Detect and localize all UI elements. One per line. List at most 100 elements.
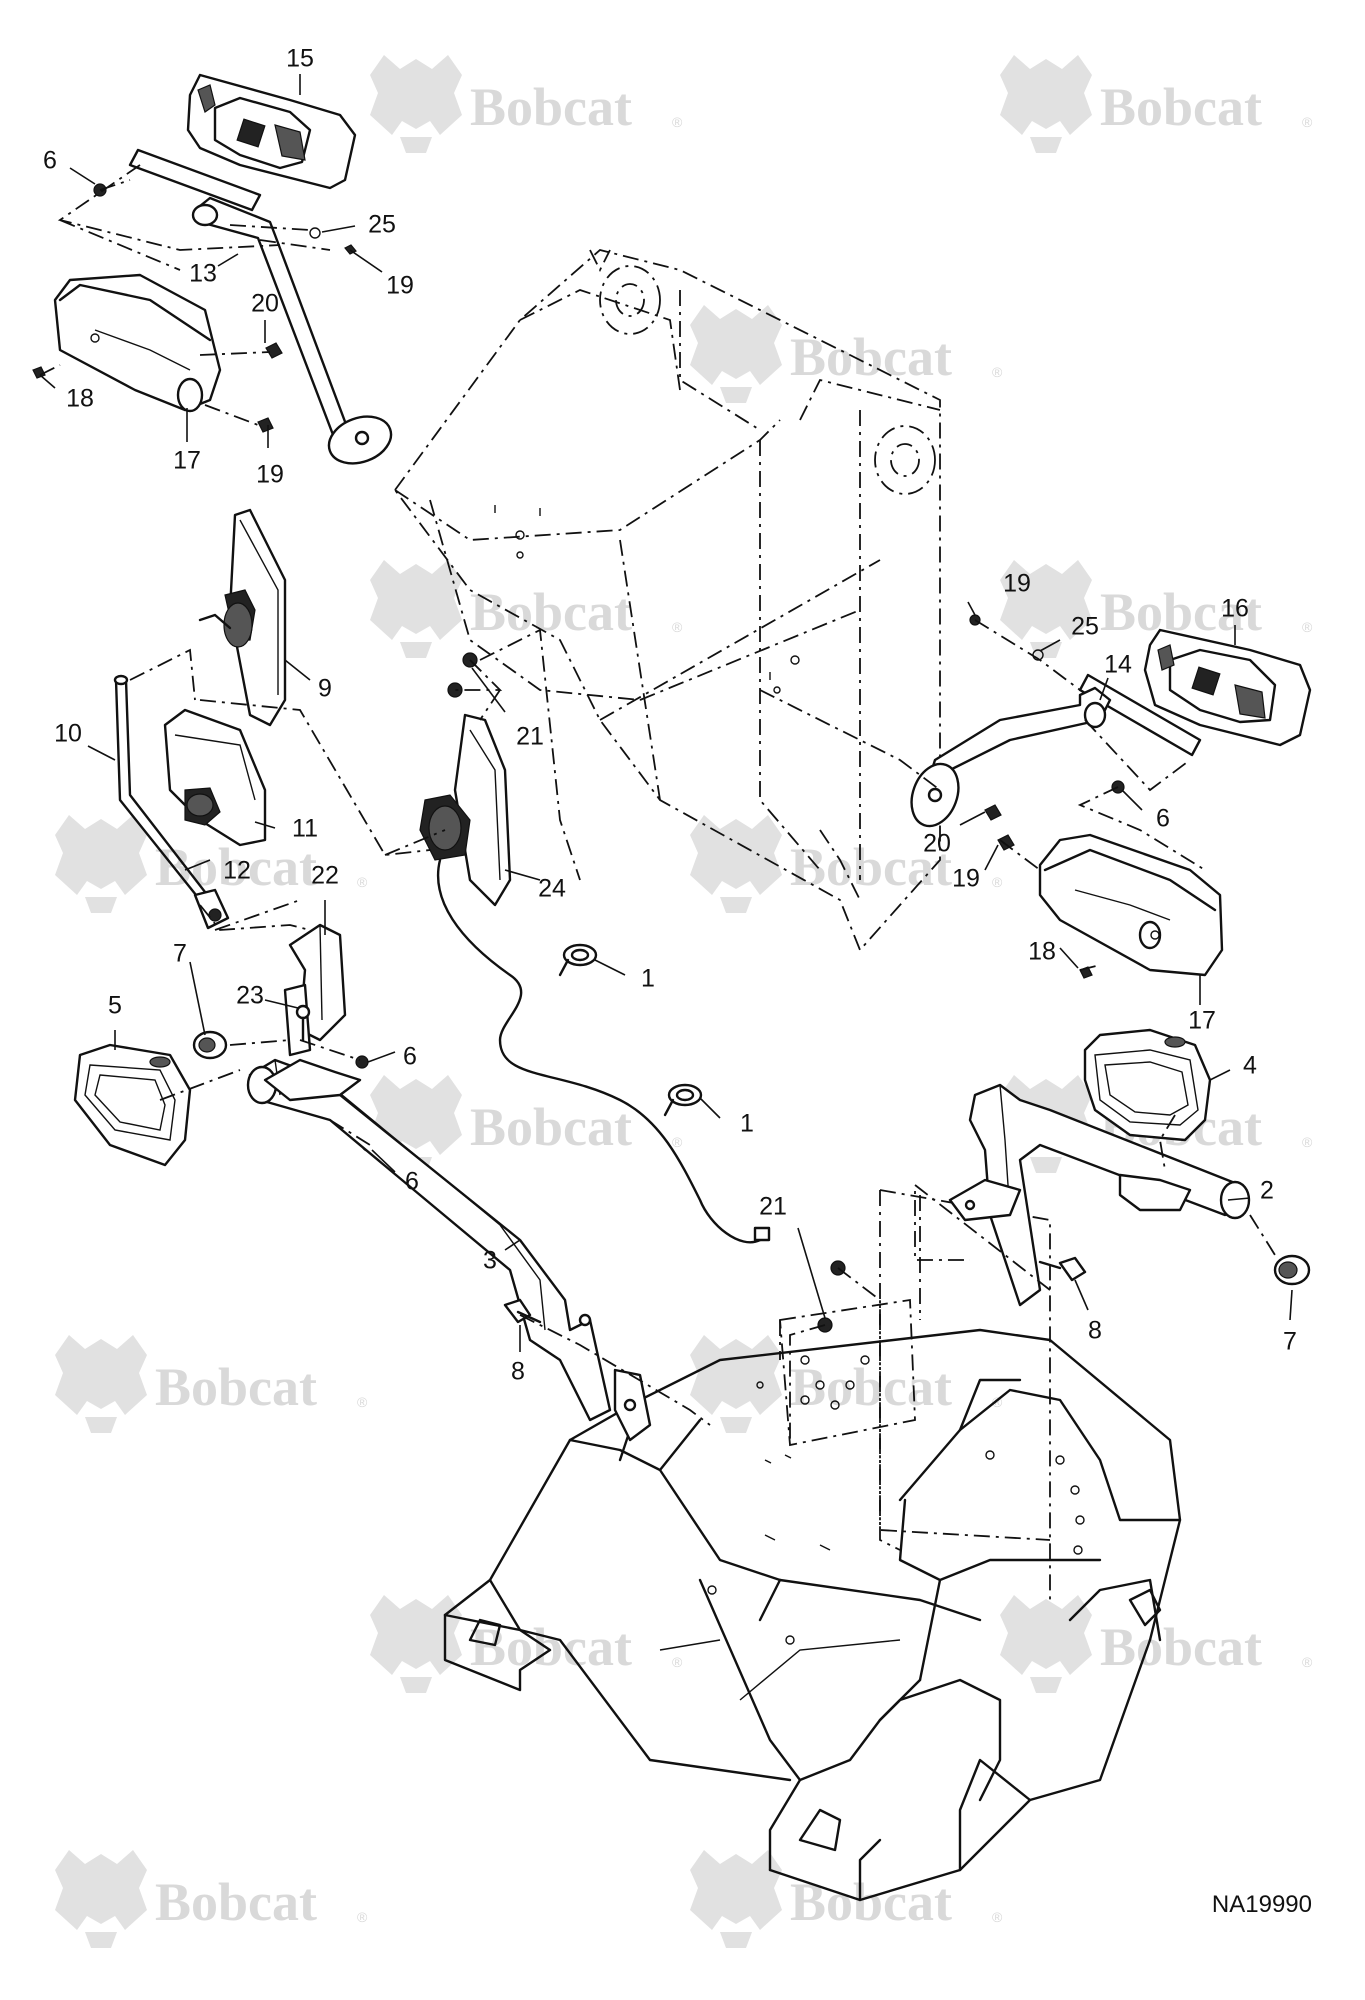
- watermark: Bobcat ®: [690, 305, 1003, 403]
- callout-2: 2: [1260, 1177, 1274, 1205]
- callout-19: 19: [1003, 570, 1031, 598]
- part-24-mirror-with-harness: [419, 713, 771, 1244]
- callout-20: 20: [923, 830, 951, 858]
- svg-text:®: ®: [672, 114, 683, 130]
- lower-cab-frame: [443, 1328, 1182, 1902]
- callout-19: 19: [952, 865, 980, 893]
- callout-14: 14: [1104, 651, 1132, 679]
- part-17-light-cover-top: [53, 273, 222, 413]
- callout-10: 10: [54, 720, 82, 748]
- callout-1: 1: [641, 965, 655, 993]
- part-7-plug-left: [192, 1030, 228, 1060]
- callout-23: 23: [236, 982, 264, 1010]
- upper-boom-phantom: [393, 249, 941, 952]
- watermark: Bobcat ®: [690, 1850, 1003, 1948]
- svg-text:Bobcat: Bobcat: [1100, 1617, 1262, 1677]
- callout-21: 21: [759, 1193, 787, 1221]
- callout-18: 18: [66, 385, 94, 413]
- callout-8: 8: [1088, 1317, 1102, 1345]
- svg-text:®: ®: [357, 874, 368, 890]
- svg-text:Bobcat: Bobcat: [155, 1872, 317, 1932]
- callout-12: 12: [223, 857, 251, 885]
- part-10-mirror-arm: [113, 674, 230, 930]
- callout-6: 6: [403, 1043, 417, 1071]
- callout-4: 4: [1243, 1052, 1257, 1080]
- callout-9: 9: [318, 675, 332, 703]
- part-13-light-mount-tube-right: [910, 686, 1112, 828]
- svg-text:®: ®: [1302, 114, 1313, 130]
- callout-16: 16: [1221, 595, 1249, 623]
- callout-7: 7: [173, 940, 187, 968]
- drawing-reference-code: NA19990: [1212, 1891, 1312, 1918]
- watermark: Bobcat ®: [55, 815, 368, 913]
- svg-text:®: ®: [1302, 1654, 1313, 1670]
- svg-text:Bobcat: Bobcat: [470, 77, 632, 137]
- svg-text:Bobcat: Bobcat: [470, 1097, 632, 1157]
- svg-text:®: ®: [1302, 1134, 1313, 1150]
- svg-text:®: ®: [672, 619, 683, 635]
- watermark: Bobcat ®: [370, 560, 683, 658]
- callout-20: 20: [251, 290, 279, 318]
- watermark: Bobcat ®: [370, 1075, 683, 1173]
- callout-21: 21: [516, 723, 544, 751]
- callout-17: 17: [1188, 1007, 1216, 1035]
- svg-text:Bobcat: Bobcat: [790, 1872, 952, 1932]
- svg-text:®: ®: [1302, 619, 1313, 635]
- svg-text:Bobcat: Bobcat: [155, 837, 317, 897]
- svg-text:®: ®: [357, 1909, 368, 1925]
- svg-text:®: ®: [992, 1909, 1003, 1925]
- callout-labels: 15 6 25 19 13 20 18 17 19 9 10 11 12 22 …: [43, 45, 1297, 1386]
- part-16-tail-light: [1143, 628, 1312, 747]
- part-17-light-cover-right: [1038, 833, 1224, 977]
- callout-25: 25: [368, 211, 396, 239]
- part-1-cable-clip-upper: [558, 943, 598, 977]
- part-15-tail-light: [186, 73, 357, 190]
- svg-text:®: ®: [992, 874, 1003, 890]
- watermark: Bobcat ®: [1000, 1595, 1313, 1693]
- callout-8: 8: [511, 1358, 525, 1386]
- svg-text:Bobcat: Bobcat: [470, 1617, 632, 1677]
- callout-19: 19: [256, 461, 284, 489]
- callout-18: 18: [1028, 938, 1056, 966]
- watermark: Bobcat ®: [370, 1595, 683, 1693]
- part-14-mount-plate-right: [1078, 673, 1202, 757]
- svg-text:Bobcat: Bobcat: [790, 1357, 952, 1417]
- svg-text:®: ®: [672, 1654, 683, 1670]
- watermark: Bobcat ®: [55, 1335, 368, 1433]
- svg-text:Bobcat: Bobcat: [470, 582, 632, 642]
- part-3-light-mount-arm: [246, 1058, 652, 1442]
- callout-1: 1: [740, 1110, 754, 1138]
- watermark: Bobcat ®: [1000, 55, 1313, 153]
- watermark: Bobcat ®: [55, 1850, 368, 1948]
- watermark: Bobcat ®: [370, 55, 683, 153]
- callout-6: 6: [43, 147, 57, 175]
- assembly-guide-lines: [39, 164, 1276, 1551]
- part-5-work-light-left: [73, 1043, 192, 1167]
- callout-5: 5: [108, 992, 122, 1020]
- callout-6: 6: [1156, 805, 1170, 833]
- svg-text:Bobcat: Bobcat: [1100, 77, 1262, 137]
- callout-3: 3: [483, 1247, 497, 1275]
- leader-lines: [39, 74, 1293, 1352]
- part-7-plug-right: [1273, 1254, 1311, 1286]
- part-1-cable-clip-lower: [663, 1083, 703, 1117]
- svg-text:®: ®: [992, 1394, 1003, 1410]
- cab-panel-phantom: [764, 1189, 1051, 1600]
- svg-text:®: ®: [672, 1134, 683, 1150]
- svg-text:®: ®: [357, 1394, 368, 1410]
- part-21-nuts-lower: [817, 1260, 846, 1333]
- part-13-light-mount-tube: [191, 196, 393, 465]
- callout-6: 6: [405, 1168, 419, 1196]
- callout-11: 11: [292, 815, 318, 843]
- watermark-layer: Bobcat ® Bobcat ® Bobcat ® Bobcat ® Bobc…: [55, 55, 1313, 1948]
- part-8-bolt-right: [1038, 1256, 1087, 1282]
- svg-text:Bobcat: Bobcat: [790, 327, 952, 387]
- callout-17: 17: [173, 447, 201, 475]
- part-23-bolt: [295, 1004, 311, 1042]
- callout-15: 15: [286, 45, 314, 73]
- callout-24: 24: [538, 875, 566, 903]
- callout-19: 19: [386, 272, 414, 300]
- part-22-bracket: [283, 923, 347, 1057]
- callout-13: 13: [189, 260, 217, 288]
